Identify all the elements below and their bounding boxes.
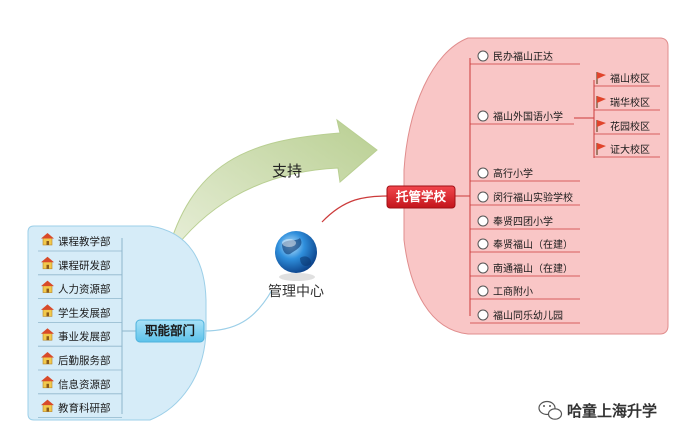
- school-item[interactable]: 福山同乐幼儿园: [470, 309, 580, 324]
- department-item[interactable]: 事业发展部: [38, 328, 122, 347]
- schools-connector: [321, 195, 389, 223]
- center-label: 管理中心: [268, 284, 324, 300]
- school-label: 奉贤四团小学: [493, 215, 553, 228]
- house-icon: [41, 375, 54, 389]
- campus-label: 证大校区: [610, 143, 650, 156]
- school-label: 南通福山（在建）: [493, 262, 573, 275]
- circle-bullet-icon: [477, 238, 489, 250]
- flag-icon: [596, 120, 606, 132]
- school-item[interactable]: 南通福山（在建）: [470, 262, 580, 277]
- house-icon: [41, 328, 54, 341]
- department-label: 事业发展部: [58, 330, 111, 343]
- school-label: 福山同乐幼儿园: [493, 309, 563, 322]
- departments-hub-label: 职能部门: [145, 323, 195, 338]
- school-item[interactable]: 高行小学: [470, 167, 580, 182]
- school-item[interactable]: 闵行福山实验学校: [470, 191, 580, 206]
- school-label: 高行小学: [493, 167, 533, 180]
- house-icon: [41, 399, 54, 412]
- schools-hub[interactable]: 托管学校: [386, 185, 456, 209]
- house-icon: [41, 233, 54, 246]
- school-item[interactable]: 奉贤四团小学: [470, 215, 580, 230]
- department-label: 学生发展部: [58, 306, 111, 319]
- schools-hub-label: 托管学校: [396, 189, 447, 204]
- departments-connector: [203, 289, 273, 332]
- school-label: 福山外国语小学: [493, 110, 563, 123]
- circle-bullet-icon: [477, 110, 489, 122]
- circle-bullet-icon: [477, 167, 489, 179]
- department-label: 信息资源部: [58, 378, 111, 391]
- circle-bullet-icon: [477, 191, 489, 203]
- circle-bullet-icon: [477, 215, 489, 227]
- watermark: 哈童上海升学: [538, 400, 657, 420]
- school-label: 民办福山正达: [493, 50, 553, 63]
- wechat-icon: [538, 400, 563, 420]
- house-icon: [41, 352, 54, 365]
- house-icon: [41, 256, 54, 270]
- campus-item[interactable]: 花园校区: [594, 120, 660, 135]
- school-label: 奉贤福山（在建）: [493, 238, 573, 251]
- campus-label: 瑞华校区: [610, 96, 650, 109]
- campus-item[interactable]: 瑞华校区: [594, 96, 660, 111]
- circle-bullet-icon: [477, 262, 489, 274]
- department-item[interactable]: 学生发展部: [38, 304, 122, 323]
- campus-item[interactable]: 福山校区: [594, 72, 660, 87]
- departments-hub[interactable]: 职能部门: [135, 319, 205, 343]
- watermark-text: 哈童上海升学: [567, 402, 657, 420]
- flag-icon: [596, 96, 606, 108]
- campus-label: 福山校区: [610, 72, 650, 85]
- flag-icon: [596, 72, 606, 84]
- school-item[interactable]: 福山外国语小学: [470, 110, 574, 125]
- department-label: 人力资源部: [58, 283, 111, 296]
- department-item[interactable]: 人力资源部: [38, 280, 122, 300]
- circle-bullet-icon: [477, 309, 489, 321]
- department-label: 教育科研部: [58, 402, 111, 415]
- department-item[interactable]: 课程研发部: [38, 256, 122, 276]
- department-item[interactable]: 课程教学部: [38, 233, 122, 252]
- department-label: 课程研发部: [58, 259, 111, 272]
- support-arrow: [164, 118, 378, 263]
- management-center[interactable]: 管理中心: [268, 231, 324, 300]
- school-item[interactable]: 工商附小: [470, 285, 580, 300]
- campus-item[interactable]: 证大校区: [594, 143, 660, 158]
- department-item[interactable]: 后勤服务部: [38, 352, 122, 371]
- department-item[interactable]: 教育科研部: [38, 399, 122, 419]
- department-label: 后勤服务部: [58, 354, 111, 367]
- department-label: 课程教学部: [58, 235, 111, 248]
- house-icon: [41, 304, 54, 317]
- circle-bullet-icon: [477, 50, 489, 62]
- globe-icon: [275, 231, 317, 281]
- school-item[interactable]: 民办福山正达: [470, 50, 580, 65]
- department-item[interactable]: 信息资源部: [38, 375, 122, 395]
- school-item[interactable]: 奉贤福山（在建）: [470, 238, 580, 253]
- flag-icon: [596, 143, 606, 155]
- house-icon: [41, 280, 54, 293]
- circle-bullet-icon: [477, 285, 489, 297]
- support-label: 支持: [272, 162, 302, 180]
- school-label: 闵行福山实验学校: [493, 191, 573, 204]
- campus-label: 花园校区: [610, 120, 650, 133]
- school-label: 工商附小: [493, 285, 533, 298]
